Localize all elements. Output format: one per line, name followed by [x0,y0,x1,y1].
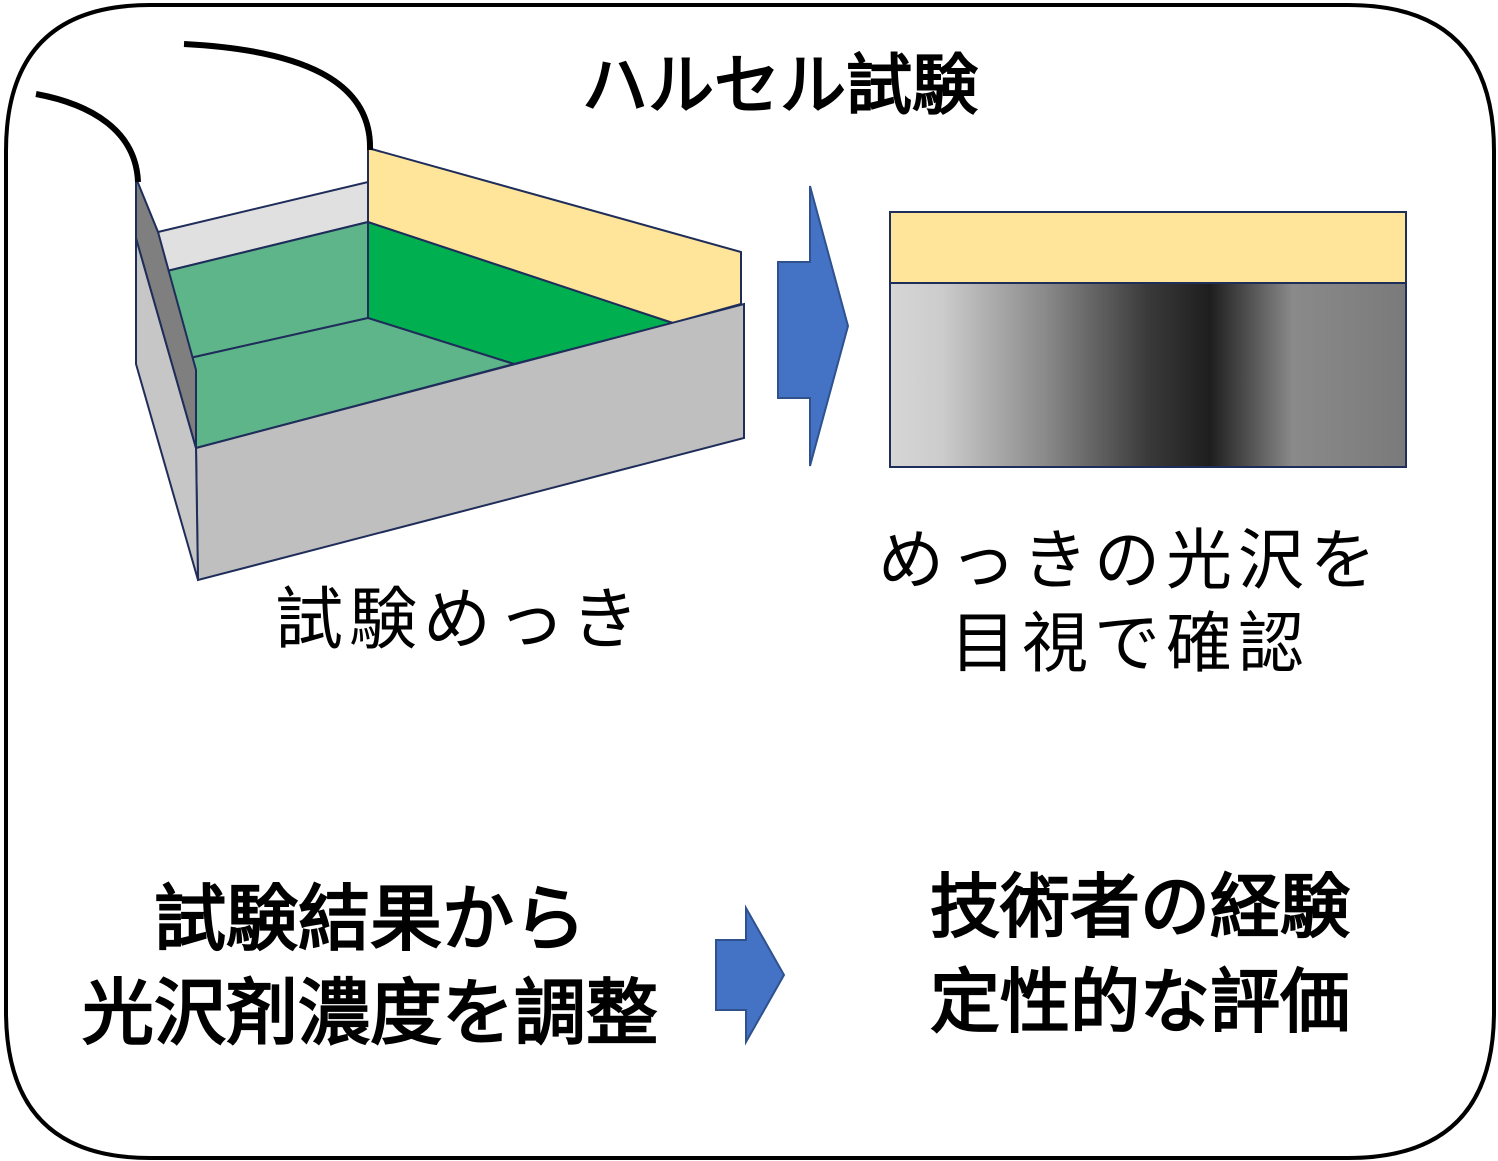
visual-check-caption: めっきの光沢を 目視で確認 [850,520,1410,685]
adjustment-text: 試験結果から 光沢剤濃度を調整 [40,872,700,1059]
panel-gloss-gradient [889,282,1407,468]
cathode-wire [183,41,374,151]
visual-check-line1: めっきの光沢を [878,522,1382,599]
diagram-title: ハルセル試験 [582,46,978,124]
arrow-right-bottom [715,904,786,1046]
visual-check-line2: 目視で確認 [950,604,1310,682]
hull-cell [35,41,745,582]
arrow-right-top [777,185,850,467]
test-plating-label: 試験めっき [274,581,645,660]
adjustment-line1: 試験結果から [153,876,586,961]
outer-frame [4,3,1496,1160]
evaluation-line1: 技術者の経験 [930,865,1350,948]
evaluation-text: 技術者の経験 定性的な評価 [880,860,1400,1049]
adjustment-line2: 光沢剤濃度を調整 [81,969,658,1055]
anode-wire [35,91,141,183]
plated-panel [889,211,1407,468]
anode-plate [135,177,197,449]
evaluation-line2: 定性的な評価 [930,959,1350,1043]
panel-top-band [889,211,1407,284]
